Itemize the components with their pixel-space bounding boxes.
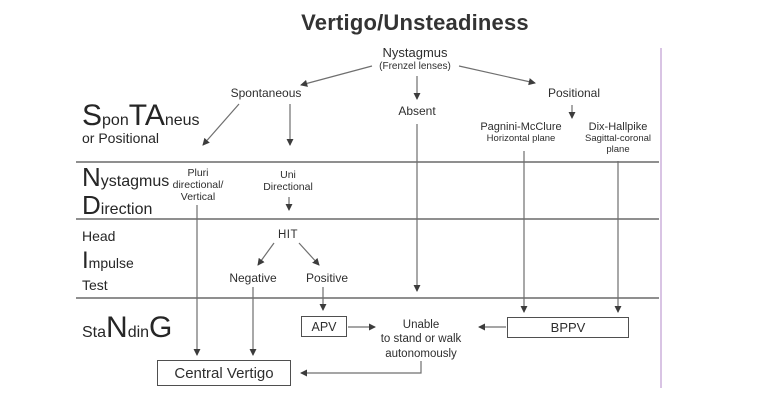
mnemonic-letter-s: S [82,99,103,132]
node-nystagmus: Nystagmus [382,45,448,60]
node-dix-hallpike: Dix-Hallpike [588,121,648,133]
edge-root-spontaneous [300,65,373,87]
pluri-line-2: directional/ [172,179,224,192]
node-spontaneous: Spontaneous [230,86,302,100]
mnemonic-letter-n2: N [106,311,128,344]
edge-hit-negative [257,242,275,266]
pluri-line-1: Pluri [187,167,209,179]
label-standing: StaNdinG [82,313,172,343]
box-apv-label: APV [311,319,337,334]
mnemonic-letter-i: I [82,247,89,274]
mnemonic-small-pon: pon [102,112,129,129]
row-dividers [76,161,659,299]
box-bppv-label: BPPV [550,320,586,335]
box-central-vertigo-label: Central Vertigo [174,364,274,382]
edge-spontaneous-pluri [202,103,240,146]
box-central-vertigo: Central Vertigo [157,360,291,386]
node-absent: Absent [398,104,436,118]
unable-line-3: autonomously [385,347,457,360]
node-pluridirectional: Pluri directional/ Vertical [173,167,224,204]
mnemonic-small-sta: Sta [82,324,107,341]
node-pagnini-plane: Horizontal plane [486,133,556,144]
node-hit: HIT [277,229,299,241]
label-spontaneous-or-positional: SponTAneus [82,101,200,131]
edge-unable-central [300,361,422,377]
arrows [193,65,622,377]
node-dix-plane-1: Sagittal-coronal [584,133,652,144]
node-dix-plane-2: plane [606,144,630,155]
box-apv: APV [301,316,347,337]
mnemonic-small-neus: neus [164,112,200,129]
mnemonic-letter-n: N [82,162,101,192]
edge-hit-positive [298,242,320,266]
mnemonic-small-ystagmus: ystagmus [100,173,170,190]
box-bppv: BPPV [507,317,629,338]
label-head: Head [82,228,116,244]
uni-line-2: Directional [263,181,313,194]
uni-line-1: Uni [280,169,296,181]
node-negative: Negative [229,271,277,285]
unable-line-2: to stand or walk [380,333,462,346]
node-nystagmus-sub: (Frenzel lenses) [379,61,451,72]
node-unidirectional: Uni Directional [263,169,313,193]
label-direction: Direction [82,192,152,218]
label-nystagmus: Nystagmus [82,164,169,190]
label-or-positional: or Positional [82,130,160,146]
mnemonic-small-mpulse: mpulse [88,255,134,271]
page-title: Vertigo/Unsteadiness [301,10,529,35]
mnemonic-letters-ta: TA [128,99,165,132]
label-test: Test [82,277,108,293]
label-impulse: Impulse [82,249,134,273]
node-positional: Positional [547,86,601,100]
edge-root-positional [458,65,536,86]
mnemonic-letter-g: G [149,311,173,344]
mnemonic-small-din: din [127,324,150,341]
unable-line-1: Unable [402,319,440,331]
pluri-line-3: Vertical [180,191,216,204]
mnemonic-letter-d: D [82,190,101,220]
node-unable-to-stand: Unable to stand or walk autonomously [381,318,462,361]
mnemonic-small-irection: irection [100,201,153,218]
node-pagnini-mcclure: Pagnini-McClure [480,121,562,133]
node-positive: Positive [305,271,349,285]
